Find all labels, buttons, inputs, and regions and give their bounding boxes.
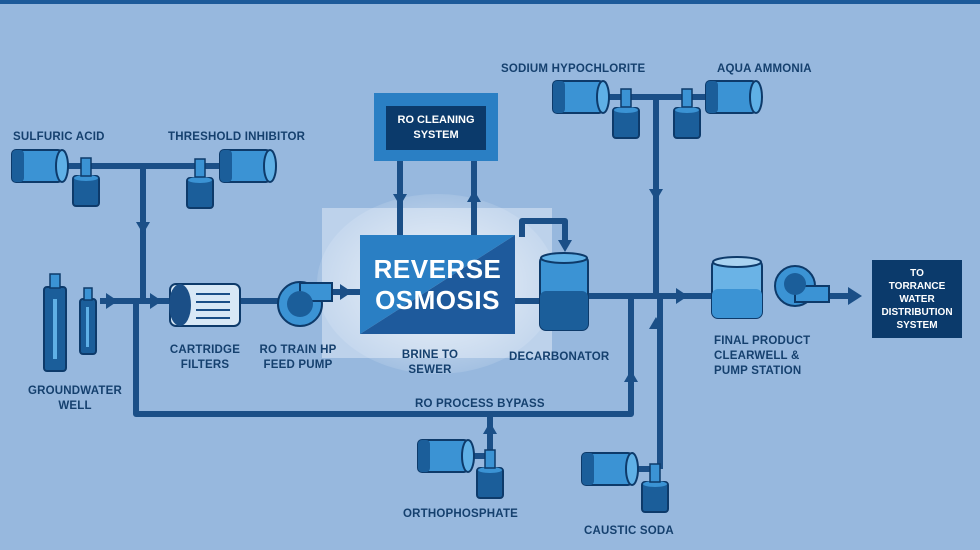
ro-cleaning-system: RO CLEANING SYSTEM	[386, 106, 486, 150]
torrance-line-2: TORRANCE	[888, 280, 946, 292]
label-groundwater-well: GROUNDWATER WELL	[20, 384, 130, 414]
label-line: GROUNDWATER	[28, 385, 122, 397]
decarbonator-icon	[539, 252, 589, 331]
aqua-ammonia-drum	[705, 80, 763, 114]
threshold-inhibitor-drum	[219, 149, 277, 183]
label-brine-to-sewer: BRINE TO SEWER	[387, 348, 473, 378]
label-final-product: FINAL PRODUCT CLEARWELL & PUMP STATION	[714, 334, 810, 379]
label-line: SEWER	[408, 364, 452, 376]
label-line: RO TRAIN HP	[259, 344, 337, 356]
label-decarbonator: DECARBONATOR	[509, 351, 610, 363]
sodium-hypochlorite-drum	[552, 80, 610, 114]
label-orthophosphate: ORTHOPHOSPHATE	[403, 508, 519, 520]
distribution-pump-icon	[774, 265, 830, 307]
sodium-hypochlorite-tank	[612, 106, 640, 139]
pipe-bypass	[133, 296, 634, 417]
label-line: CARTRIDGE	[169, 344, 241, 356]
pipe-network	[11, 80, 862, 513]
label-aqua-ammonia: AQUA AMMONIA	[717, 63, 812, 75]
label-line: BRINE TO	[401, 349, 459, 361]
groundwater-well-icon	[43, 273, 97, 372]
sulfuric-acid-tank	[72, 174, 100, 207]
clearwell-icon	[711, 256, 763, 319]
label-line: FINAL PRODUCT	[714, 335, 811, 347]
label-line: FEED PUMP	[263, 359, 333, 371]
torrance-line-1: TO	[910, 267, 924, 279]
label-line: WELL	[58, 400, 92, 412]
ro-title-line-1: REVERSE	[373, 253, 502, 284]
aqua-ammonia-tank	[673, 106, 701, 139]
label-line: PUMP STATION	[714, 365, 802, 377]
label-line: CLEARWELL &	[714, 350, 800, 362]
ro-title-line-2: OSMOSIS	[375, 284, 500, 315]
ro-cleaning-line-1: RO CLEANING	[397, 114, 475, 126]
torrance-distribution-box: TO TORRANCE WATER DISTRIBUTION SYSTEM	[872, 260, 962, 338]
label-caustic-soda: CAUSTIC SODA	[584, 525, 674, 537]
orthophosphate-drum	[417, 439, 475, 473]
label-threshold-inhibitor: THRESHOLD INHIBITOR	[168, 131, 306, 143]
caustic-soda-drum	[581, 452, 639, 486]
label-sodium-hypochlorite: SODIUM HYPOCHLORITE	[501, 63, 646, 75]
sulfuric-acid-drum	[11, 149, 69, 183]
orthophosphate-tank	[476, 466, 504, 499]
torrance-line-5: SYSTEM	[896, 319, 938, 331]
caustic-soda-tank	[641, 480, 669, 513]
cartridge-filter-icon	[169, 283, 241, 327]
ro-cleaning-line-2: SYSTEM	[413, 129, 459, 141]
label-cartridge-filters: CARTRIDGE FILTERS	[160, 343, 250, 373]
torrance-line-3: WATER	[899, 293, 935, 305]
threshold-inhibitor-tank	[186, 176, 214, 209]
reverse-osmosis-title: REVERSE OSMOSIS	[360, 235, 515, 334]
feed-pump-icon	[277, 281, 333, 327]
reverse-osmosis-block	[360, 235, 515, 334]
torrance-line-4: DISTRIBUTION	[881, 306, 953, 318]
label-line: FILTERS	[180, 359, 230, 371]
label-ro-train-pump: RO TRAIN HP FEED PUMP	[250, 343, 346, 373]
label-ro-process-bypass: RO PROCESS BYPASS	[415, 398, 545, 410]
arrow	[136, 222, 150, 234]
label-sulfuric-acid: SULFURIC ACID	[13, 131, 105, 143]
